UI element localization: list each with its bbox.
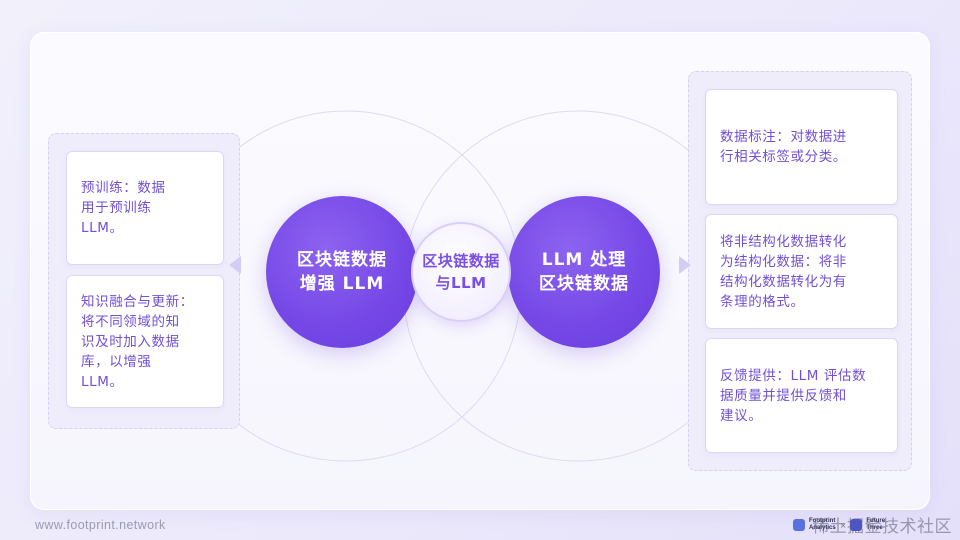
right-item-structuring: 将非结构化数据转化 为结构化数据：将非 结构化数据转化为有 条理的格式。 <box>705 214 898 329</box>
chevron-left-icon <box>229 256 241 274</box>
right-item-text: 反馈提供：LLM 评估数 据质量并提供反馈和 建议。 <box>720 367 867 424</box>
futurethree-logo-icon <box>850 519 863 531</box>
footer-logos: Footprint Analytics × Future Three <box>793 514 960 536</box>
chevron-right-icon <box>679 256 691 274</box>
logo-separator: × <box>839 520 847 530</box>
footprint-logo-text: Footprint Analytics <box>809 518 836 531</box>
footprint-logo-icon <box>793 519 805 531</box>
left-item-text: 预训练：数据 用于预训练 LLM。 <box>81 180 166 236</box>
left-item-knowledge-fusion: 知识融合与更新： 将不同领域的知 识及时加入数据 库，以增强 LLM。 <box>66 275 224 408</box>
circle-blockchain-enhance-llm: 区块链数据 增强 LLM <box>266 196 418 348</box>
circle-blockchain-and-llm: 区块链数据 与LLM <box>411 222 511 322</box>
futurethree-logo-text: Future Three <box>866 518 886 531</box>
circle-llm-process-blockchain: LLM 处理 区块链数据 <box>508 196 660 348</box>
right-item-feedback: 反馈提供：LLM 评估数 据质量并提供反馈和 建议。 <box>705 338 898 453</box>
footer-url[interactable]: www.footprint.network <box>35 518 166 532</box>
watermark: 稀土掘金技术社区 <box>812 517 952 537</box>
left-item-pretraining: 预训练：数据 用于预训练 LLM。 <box>66 151 224 265</box>
left-item-text: 知识融合与更新： 将不同领域的知 识及时加入数据 库，以增强 LLM。 <box>81 293 194 390</box>
right-item-text: 数据标注：对数据进 行相关标签或分类。 <box>720 129 847 165</box>
right-item-text: 将非结构化数据转化 为结构化数据：将非 结构化数据转化为有 条理的格式。 <box>720 233 847 310</box>
right-item-data-labeling: 数据标注：对数据进 行相关标签或分类。 <box>705 89 898 205</box>
